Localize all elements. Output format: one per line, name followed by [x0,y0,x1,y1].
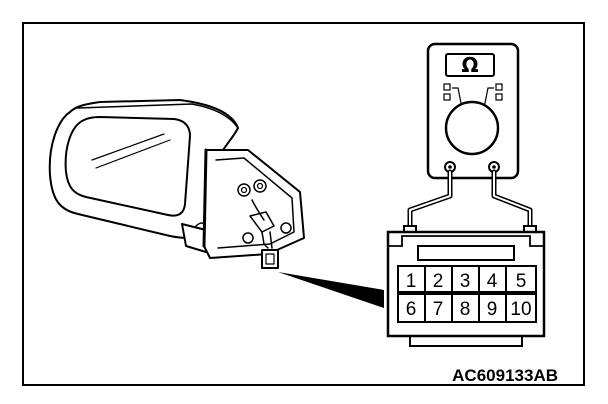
range-indicator [443,83,451,91]
mount-bolt [240,186,248,194]
harness-wire [261,231,269,249]
mount-bolt [256,182,264,190]
pin-label: 2 [433,271,444,292]
pin-label: 10 [510,299,531,320]
enlarged-connector: 1 2 3 4 5 6 7 8 9 10 [386,230,546,347]
dial-indicator-line [452,87,463,109]
pin-label: 9 [487,299,498,320]
harness-wire [269,231,273,249]
pin-label: 8 [460,299,471,320]
pin-label: 5 [516,271,527,292]
mount-bolt [237,183,251,197]
test-lead-right-core [493,171,531,229]
terminal-grid [397,265,537,323]
side-mirror [48,99,305,269]
test-lead-left-core [409,171,451,229]
lead-jack-right-core [492,165,496,169]
pin-label: 7 [433,299,444,320]
terminal-cell [505,265,537,293]
mounting-plate-inner [215,157,295,249]
harness-wire [251,199,265,221]
pin-label: 1 [406,271,417,292]
mount-bolt [280,222,292,234]
mirror-reflection-line [95,139,171,169]
range-indicator [495,83,503,91]
connector-lock-tab [417,245,515,261]
mirror-housing-rim [77,103,239,129]
selector-dial [444,100,500,156]
meter-unit-symbol: Ω [461,53,478,77]
callout-pointer [278,272,384,308]
multimeter: Ω [426,42,520,180]
mount-bolt [242,232,254,244]
pin-label: 4 [487,271,498,292]
mounting-plate-edge [202,148,208,248]
lead-jack-left-core [448,165,452,169]
mirror-glass [64,116,191,217]
mount-bolt [253,179,267,193]
connector-housing-edge [388,235,544,247]
pin-label: 6 [406,299,417,320]
terminal-cell [397,265,426,293]
pin-label: 3 [460,271,471,292]
pigtail-connector-latch [265,253,275,265]
range-indicator [443,93,451,101]
figure-code: AC609133AB [452,366,558,385]
dial-indicator-line [483,87,494,109]
multimeter-display [445,53,495,77]
connector-base [409,336,523,347]
range-indicator [495,93,503,101]
terminal-cell [505,293,537,323]
terminal-cell [424,265,453,293]
terminal-cell [451,265,480,293]
harness-clip [249,211,275,233]
test-leads [407,169,533,231]
mirror-reflection-line [91,133,165,161]
